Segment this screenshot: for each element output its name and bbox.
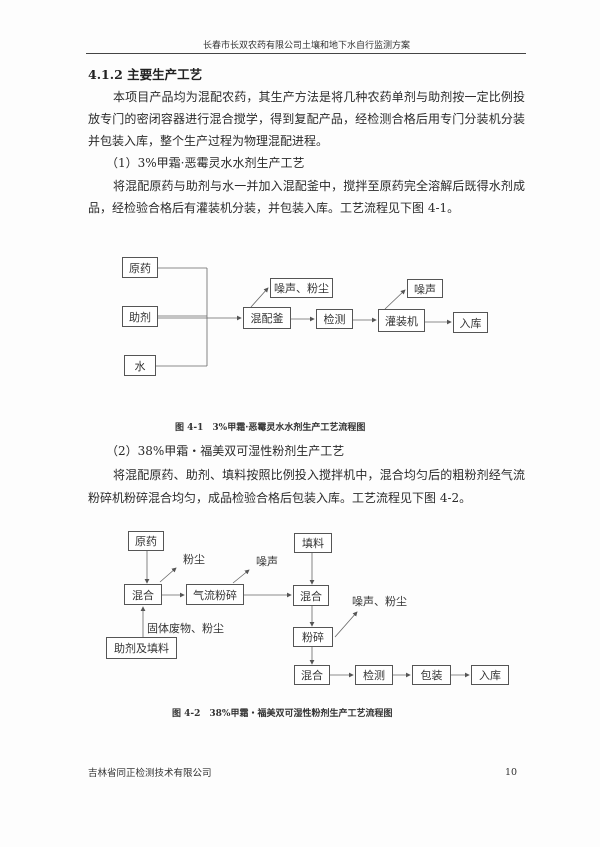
flow-box-mixing-3: 混合	[294, 665, 330, 685]
flow-box-crushing: 粉碎	[293, 627, 333, 647]
paragraph-line: 将混配原药、助剂、填料按照比例投入搅拌机中，混合均匀后的粗粉剂经气流	[113, 468, 525, 482]
flow-box-testing: 检测	[316, 309, 353, 329]
flow-box-storage: 入库	[453, 312, 488, 333]
flow-box-storage: 入库	[471, 665, 509, 685]
flow-box-additive: 助剂	[122, 306, 158, 327]
paragraph-line: 并包装入库，整个生产过程为物理混配进程。	[88, 134, 329, 148]
flow-box-mixing-2: 混合	[293, 585, 329, 606]
running-header: 长春市长双农药有限公司土壤和地下水自行监测方案	[202, 41, 410, 51]
paragraph-line: 放专门的密闭容器进行混合搅学，得到复配产品，经检测合格后用专门分装机分装	[88, 112, 525, 126]
subsection-title-2: （2）38%甲霜・福美双可湿性粉剂生产工艺	[106, 444, 345, 458]
arrow	[384, 289, 406, 310]
arrow	[232, 569, 250, 584]
paragraph-line: 品，经检验合格后有灌装机分装，并包装入库。工艺流程见下图 4-1。	[88, 201, 460, 215]
flow-box-testing: 检测	[355, 665, 393, 685]
arrow	[250, 287, 269, 308]
arrow	[159, 567, 177, 583]
flow-box-raw-pesticide: 原药	[122, 257, 158, 278]
figure-caption-4-2: 图 4-2 38%甲霜・福美双可湿性粉剂生产工艺流程图	[172, 709, 393, 719]
flow-box-emission-noise-dust: 噪声、粉尘	[270, 278, 333, 298]
header-rule	[86, 53, 526, 54]
page-number: 10	[505, 767, 518, 778]
footer-company: 吉林省同正检测技术有限公司	[88, 768, 212, 779]
paragraph-line: 将混配原药与助剂与水一并加入混配釜中，搅拌至原药完全溶解后既得水剂成	[113, 179, 525, 193]
flow-box-mixing-kettle: 混配釜	[243, 307, 291, 329]
flow-box-additives-fillers: 助剂及填料	[106, 637, 177, 659]
emission-label-solid-waste-dust: 固体废物、粉尘	[147, 622, 224, 635]
emission-label-dust: 粉尘	[183, 553, 205, 566]
flow-box-mixing-1: 混合	[124, 584, 162, 605]
emission-label-noise-dust: 噪声、粉尘	[352, 595, 407, 608]
flow-box-jet-mill: 气流粉碎	[186, 584, 244, 605]
flow-box-water: 水	[124, 355, 156, 376]
paragraph-line: 本项目产品均为混配农药，其生产方法是将几种农药单剂与助剂按一定比例投	[113, 90, 525, 104]
paragraph-line: 粉碎机粉碎混合均匀，成品检验合格后包装入库。工艺流程见下图 4-2。	[88, 491, 472, 505]
arrow	[334, 611, 358, 638]
flow-box-filling-machine: 灌装机	[378, 309, 425, 332]
figure-caption-4-1: 图 4-1 3%甲霜·恶霉灵水水剂生产工艺流程图	[175, 423, 366, 433]
flow-box-filler: 填料	[294, 533, 332, 553]
section-title: 4.1.2 主要生产工艺	[88, 67, 203, 82]
flow-box-packing: 包装	[412, 665, 451, 685]
flow-box-emission-noise: 噪声	[407, 279, 443, 298]
flow-box-raw-pesticide: 原药	[128, 531, 164, 551]
emission-label-noise: 噪声	[256, 555, 278, 568]
subsection-title-1: （1）3%甲霜·恶霉灵水水剂生产工艺	[106, 156, 305, 170]
